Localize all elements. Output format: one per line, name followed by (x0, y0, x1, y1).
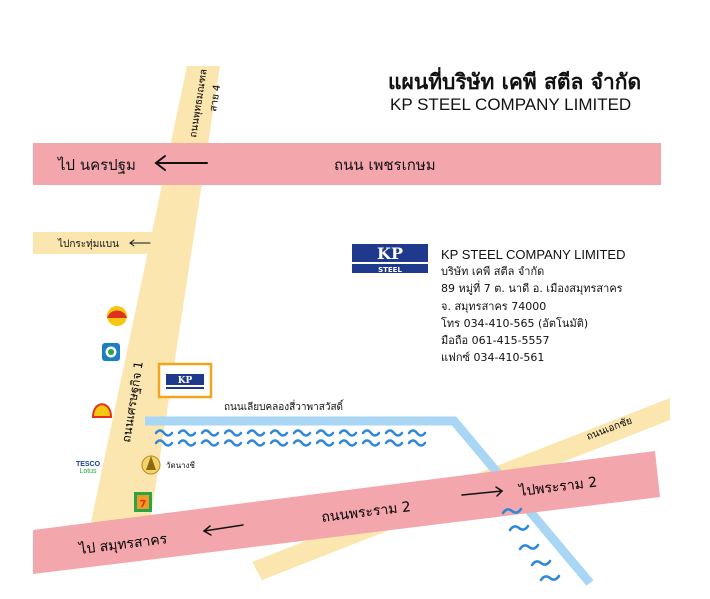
company-address-2: จ. สมุทรสาคร 74000 (441, 299, 547, 313)
kp-steel-logo: KP STEEL (352, 244, 428, 274)
water-wave (361, 439, 381, 447)
company-info: KP STEEL COMPANY LIMITED บริษัท เคพี สตี… (441, 246, 625, 366)
label-temple: วัดนางชี (166, 461, 195, 470)
water-wave (223, 429, 243, 437)
water-wave (530, 559, 552, 567)
water-wave (177, 439, 197, 447)
water-wave (338, 439, 358, 447)
lotus-label: Lotus (79, 468, 97, 475)
temple-icon (141, 455, 161, 475)
water-wave (292, 439, 312, 447)
water-wave (384, 429, 404, 437)
water-wave (539, 574, 561, 582)
road-setthakit1 (91, 66, 220, 522)
company-fax: แฟกซ์ 034-410-561 (441, 351, 545, 365)
svg-text:7: 7 (140, 499, 147, 510)
water-wave (223, 439, 243, 447)
water-wave (154, 439, 174, 447)
logo-big-text: KP (377, 244, 403, 263)
company-location-marker: KP (157, 362, 213, 399)
arrowhead-nakhon-pathom (154, 155, 166, 171)
shell-icon (107, 306, 127, 326)
ptt-icon (102, 343, 120, 361)
water-wave (200, 439, 220, 447)
water-wave (508, 524, 530, 532)
water-wave (361, 429, 381, 437)
water-wave (315, 439, 335, 447)
water-wave (338, 429, 358, 437)
tesco-label: TESCO (76, 461, 101, 468)
water-wave (315, 429, 335, 437)
road-petchkasem (33, 143, 661, 185)
water-wave (501, 507, 523, 515)
water-wave (384, 439, 404, 447)
water-wave (154, 429, 174, 437)
water-wave (246, 429, 266, 437)
road-rama2 (33, 451, 660, 574)
water-wave (269, 429, 289, 437)
logo-small-text: STEEL (378, 266, 402, 274)
water-wave (407, 439, 427, 447)
shell-icon (91, 403, 113, 418)
company-mobile: มือถือ 061-415-5557 (441, 334, 550, 348)
water-waves-diagonal (501, 507, 561, 582)
water-wave (292, 429, 312, 437)
water-waves-horizontal (154, 429, 427, 447)
label-to-krathum-baen: ไปกระทุ่มแบน (58, 239, 119, 250)
water-wave (269, 439, 289, 447)
company-address-1: 89 หมู่ที่ 7 ต. นาดี อ. เมืองสมุทรสาคร (441, 282, 623, 296)
canal (145, 416, 594, 586)
map-title-english: KP STEEL COMPANY LIMITED (390, 95, 632, 114)
arrowhead-rama2 (495, 486, 504, 497)
label-canal-road: ถนนเลียบคลองสี่วาพาสวัสดิ์ (224, 402, 344, 413)
company-phone: โทร 034-410-565 (อัตโนมัติ) (441, 316, 589, 330)
arrowhead-krathum-baen (129, 239, 135, 247)
company-name-en: KP STEEL COMPANY LIMITED (441, 247, 626, 262)
water-wave (518, 543, 540, 551)
marker-logo-text: KP (178, 376, 193, 386)
label-sai4: สาย 4 (208, 84, 223, 113)
arrow-to-samut-sakhon (203, 524, 244, 532)
water-wave (246, 439, 266, 447)
road-to-krathum-baen (33, 232, 183, 254)
arrowhead-samut-sakhon (202, 525, 212, 536)
water-wave (177, 429, 197, 437)
water-wave (407, 429, 427, 437)
company-name-th: บริษัท เคพี สตีล จำกัด (441, 265, 545, 279)
7eleven-icon: 7 (134, 492, 152, 512)
arrow-to-rama2 (461, 490, 503, 496)
tesco-lotus-icon: TESCO Lotus (76, 461, 101, 475)
label-to-nakhon-pathom: ไป นครปฐม (58, 156, 136, 174)
water-wave (200, 429, 220, 437)
label-petchkasem: ถนน เพชรเกษม (334, 156, 436, 174)
map-title-thai: แผนที่บริษัท เคพี สตีล จำกัด (388, 70, 642, 94)
